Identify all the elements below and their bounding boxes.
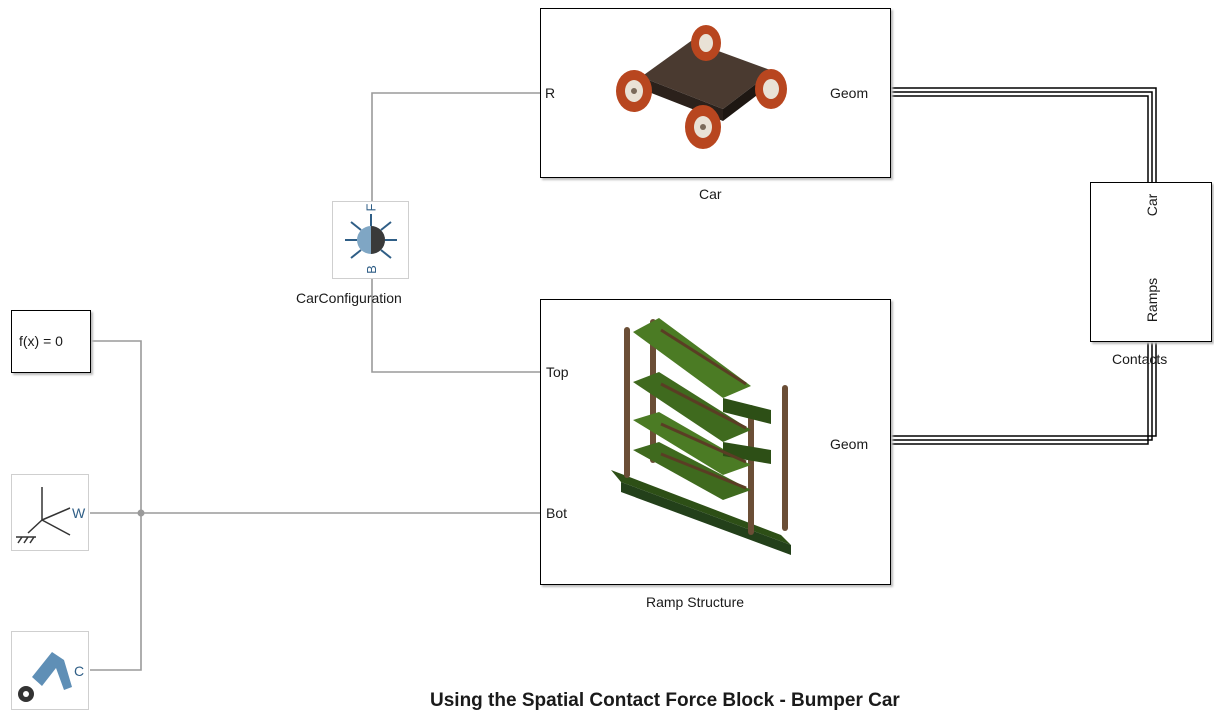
mechanism-configuration-icon	[18, 652, 72, 702]
ramp-port-geom[interactable]: Geom	[830, 436, 869, 452]
car-image	[616, 25, 787, 149]
solver-configuration-block[interactable]: f(x) = 0	[11, 310, 91, 373]
car-port-r[interactable]: R	[545, 85, 556, 101]
car-config-port-f[interactable]: F	[363, 203, 379, 212]
mech-config-port-c[interactable]: C	[74, 663, 85, 679]
car-block[interactable]	[540, 8, 891, 178]
ramp-port-top[interactable]: Top	[546, 364, 569, 380]
car-configuration-label: CarConfiguration	[296, 290, 402, 306]
ramp-port-bot[interactable]: Bot	[546, 505, 568, 521]
solver-label: f(x) = 0	[19, 333, 63, 349]
car-config-port-b[interactable]: B	[363, 265, 379, 274]
line-junction	[137, 509, 145, 517]
six-dof-joint-icon	[345, 214, 397, 259]
diagram-title: Using the Spatial Contact Force Block - …	[430, 690, 900, 711]
car-config-follower-line[interactable]	[371, 92, 540, 204]
contacts-port-ramps[interactable]: Ramps	[1144, 277, 1160, 323]
contacts-port-car[interactable]: Car	[1144, 193, 1160, 217]
car-block-label: Car	[699, 186, 722, 202]
contacts-block[interactable]	[1090, 182, 1212, 342]
car-configuration-block[interactable]: F B	[332, 201, 409, 279]
mechanism-configuration-block[interactable]: C	[11, 631, 89, 710]
car-port-geom[interactable]: Geom	[830, 85, 869, 101]
world-frame-block[interactable]: W	[11, 474, 89, 551]
ramp-structure-image	[611, 318, 791, 555]
world-port-w[interactable]: W	[72, 505, 86, 521]
car-config-base-line[interactable]	[371, 277, 540, 373]
ramp-structure-block[interactable]	[540, 299, 891, 585]
solver-config-line[interactable]	[90, 340, 142, 671]
contacts-block-label: Contacts	[1112, 351, 1168, 367]
car-wheel-icon	[691, 25, 721, 61]
world-frame-icon	[16, 487, 71, 544]
ramp-structure-label: Ramp Structure	[646, 594, 745, 610]
